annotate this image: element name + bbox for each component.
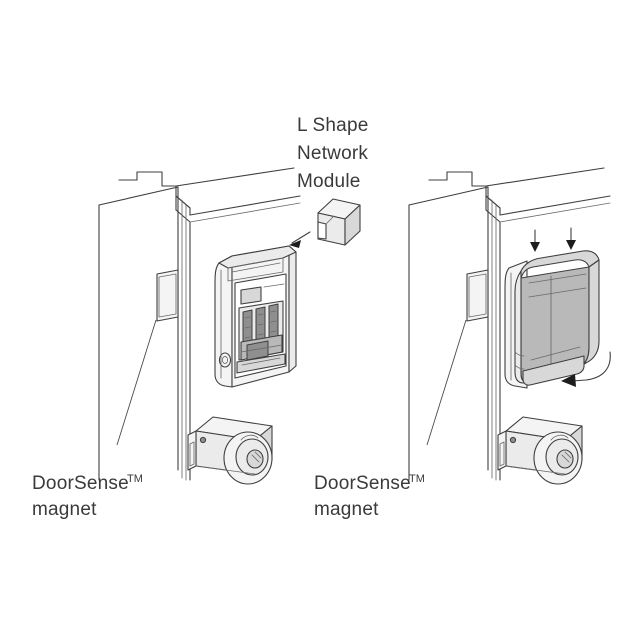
leader-line-left [116,319,157,446]
right-magnet-label-line1: DoorSense [314,473,411,494]
deadbolt-screw-right [509,436,517,444]
deadbolt-right [497,416,583,485]
doorsense-magnet-right [466,269,489,322]
door-frame-right [408,167,611,481]
lock-cover-right [504,250,600,389]
leader-line-right [426,319,467,446]
press-arrow-right [566,227,576,250]
module-label-line3: Module [297,171,361,192]
thumbturn-knob-left [223,431,273,485]
deadbolt-screw-left [199,436,207,444]
right-magnet-label-tm: TM [409,473,425,485]
lock-port-left [218,352,232,368]
snap-arrow [561,351,611,387]
doorsense-magnet-left [156,269,179,322]
module-seat-left [240,334,283,361]
left-magnet-label-tm: TM [127,473,143,485]
module-label-line2: Network [297,143,368,164]
left-magnet-label-line1: DoorSense [32,473,129,494]
lock-body-open-left [214,245,297,388]
insert-arrow [289,231,311,248]
left-magnet-label-line2: magnet [32,499,97,520]
network-module [317,198,361,246]
press-arrow-left [530,229,540,252]
module-label-line1: L Shape [297,115,368,136]
left-panel: DoorSense TM magnet [32,167,361,520]
label-network-module: L Shape Network Module [297,115,368,192]
label-doorsense-magnet-right: DoorSense TM magnet [314,473,425,520]
right-panel: DoorSense TM magnet [314,167,611,520]
right-magnet-label-line2: magnet [314,499,379,520]
thumbturn-knob-right [533,431,583,485]
deadbolt-left [187,416,273,485]
label-doorsense-magnet-left: DoorSense TM magnet [32,473,143,520]
